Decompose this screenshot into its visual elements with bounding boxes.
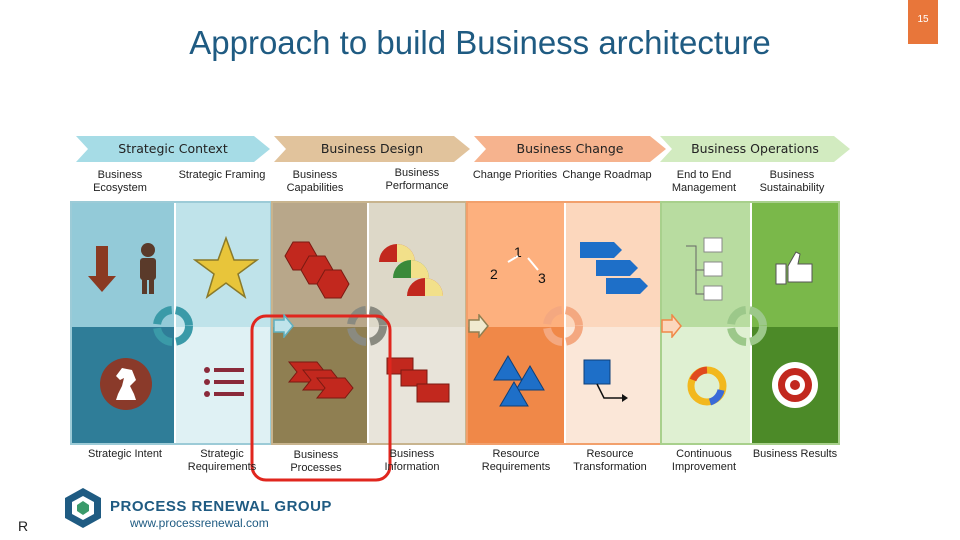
cell-business-ecosystem: [72, 203, 174, 327]
cell-strategic-requirements: [176, 327, 270, 444]
ecosystem-arrow-person-icon: [88, 243, 156, 294]
list-icon: [204, 367, 244, 397]
star-icon: [193, 236, 259, 299]
stage-business-change: Business Change: [474, 136, 666, 162]
page-number: 15: [908, 0, 938, 44]
thumbs-up-icon: [775, 251, 813, 285]
slide-title: Approach to build Business architecture: [189, 24, 771, 61]
label-change-priorities: Change Priorities: [472, 169, 558, 181]
cell-continuous-improvement: [662, 327, 750, 444]
capabilities-hexagons-icon: [284, 241, 350, 299]
logo-text: PROCESS RENEWAL GROUP: [110, 498, 332, 515]
target-icon: [772, 362, 818, 408]
label-business-sustainability: Business Sustainability: [759, 169, 825, 194]
label-end-to-end-management: End to End Management: [671, 169, 737, 194]
cycle-icon: [153, 306, 193, 346]
flow-arrow-icon: [468, 314, 489, 338]
flow-arrow-icon: [661, 314, 682, 338]
label-resource-transformation: Resource Transformation: [573, 448, 647, 473]
label-business-results: Business Results: [752, 448, 838, 460]
label-change-roadmap: Change Roadmap: [562, 169, 652, 181]
label-strategic-requirements: Strategic Requirements: [187, 448, 257, 473]
label-business-performance: Business Performance: [385, 167, 449, 192]
footer-letter: R: [18, 518, 29, 534]
highlight-box: [250, 314, 392, 482]
label-business-information: Business Information: [384, 448, 440, 473]
footer-url[interactable]: www.processrenewal.com: [130, 516, 269, 530]
label-business-processes: Business Processes: [290, 449, 342, 474]
processes-chevrons-icon: [287, 361, 354, 399]
stage-strategic-context: Strategic Context: [76, 136, 270, 162]
label-strategic-intent: Strategic Intent: [88, 448, 162, 460]
stage-label: Business Design: [320, 141, 424, 156]
performance-pies-icon: [379, 244, 443, 296]
label-business-capabilities: Business Capabilities: [286, 169, 344, 194]
roadmap-chevrons-icon: [580, 242, 648, 294]
logo-mark-icon: [65, 488, 101, 528]
cell-resource-transformation: [566, 327, 660, 444]
sequence-number-3: 3: [538, 270, 546, 286]
cycle-icon: [543, 306, 583, 346]
sequence-number-1: 1: [514, 244, 522, 260]
resource-triangles-icon: [493, 355, 545, 407]
label-continuous-improvement: Continuous Improvement: [671, 448, 737, 473]
stage-label: Business Operations: [691, 141, 819, 156]
management-flowchart-icon: [686, 237, 723, 301]
label-resource-requirements: Resource Requirements: [481, 448, 551, 473]
stage-business-operations: Business Operations: [660, 136, 850, 162]
stage-label: Strategic Context: [118, 141, 228, 156]
cycle-icon: [727, 306, 767, 346]
chess-knight-icon: [100, 358, 152, 410]
cycle-icon: [347, 306, 387, 346]
stage-label: Business Change: [516, 141, 624, 156]
flow-arrow-icon: [273, 314, 294, 338]
label-business-ecosystem: Business Ecosystem: [93, 169, 147, 194]
priority-arrows-icon: [507, 255, 539, 271]
information-boxes-icon: [386, 357, 450, 403]
stage-business-design: Business Design: [274, 136, 470, 162]
sequence-number-2: 2: [490, 266, 498, 282]
improvement-cycle-icon: [687, 366, 727, 406]
cell-change-priorities: [468, 203, 564, 327]
label-strategic-framing: Strategic Framing: [178, 169, 266, 181]
transformation-square-triangle-icon: [583, 359, 628, 402]
